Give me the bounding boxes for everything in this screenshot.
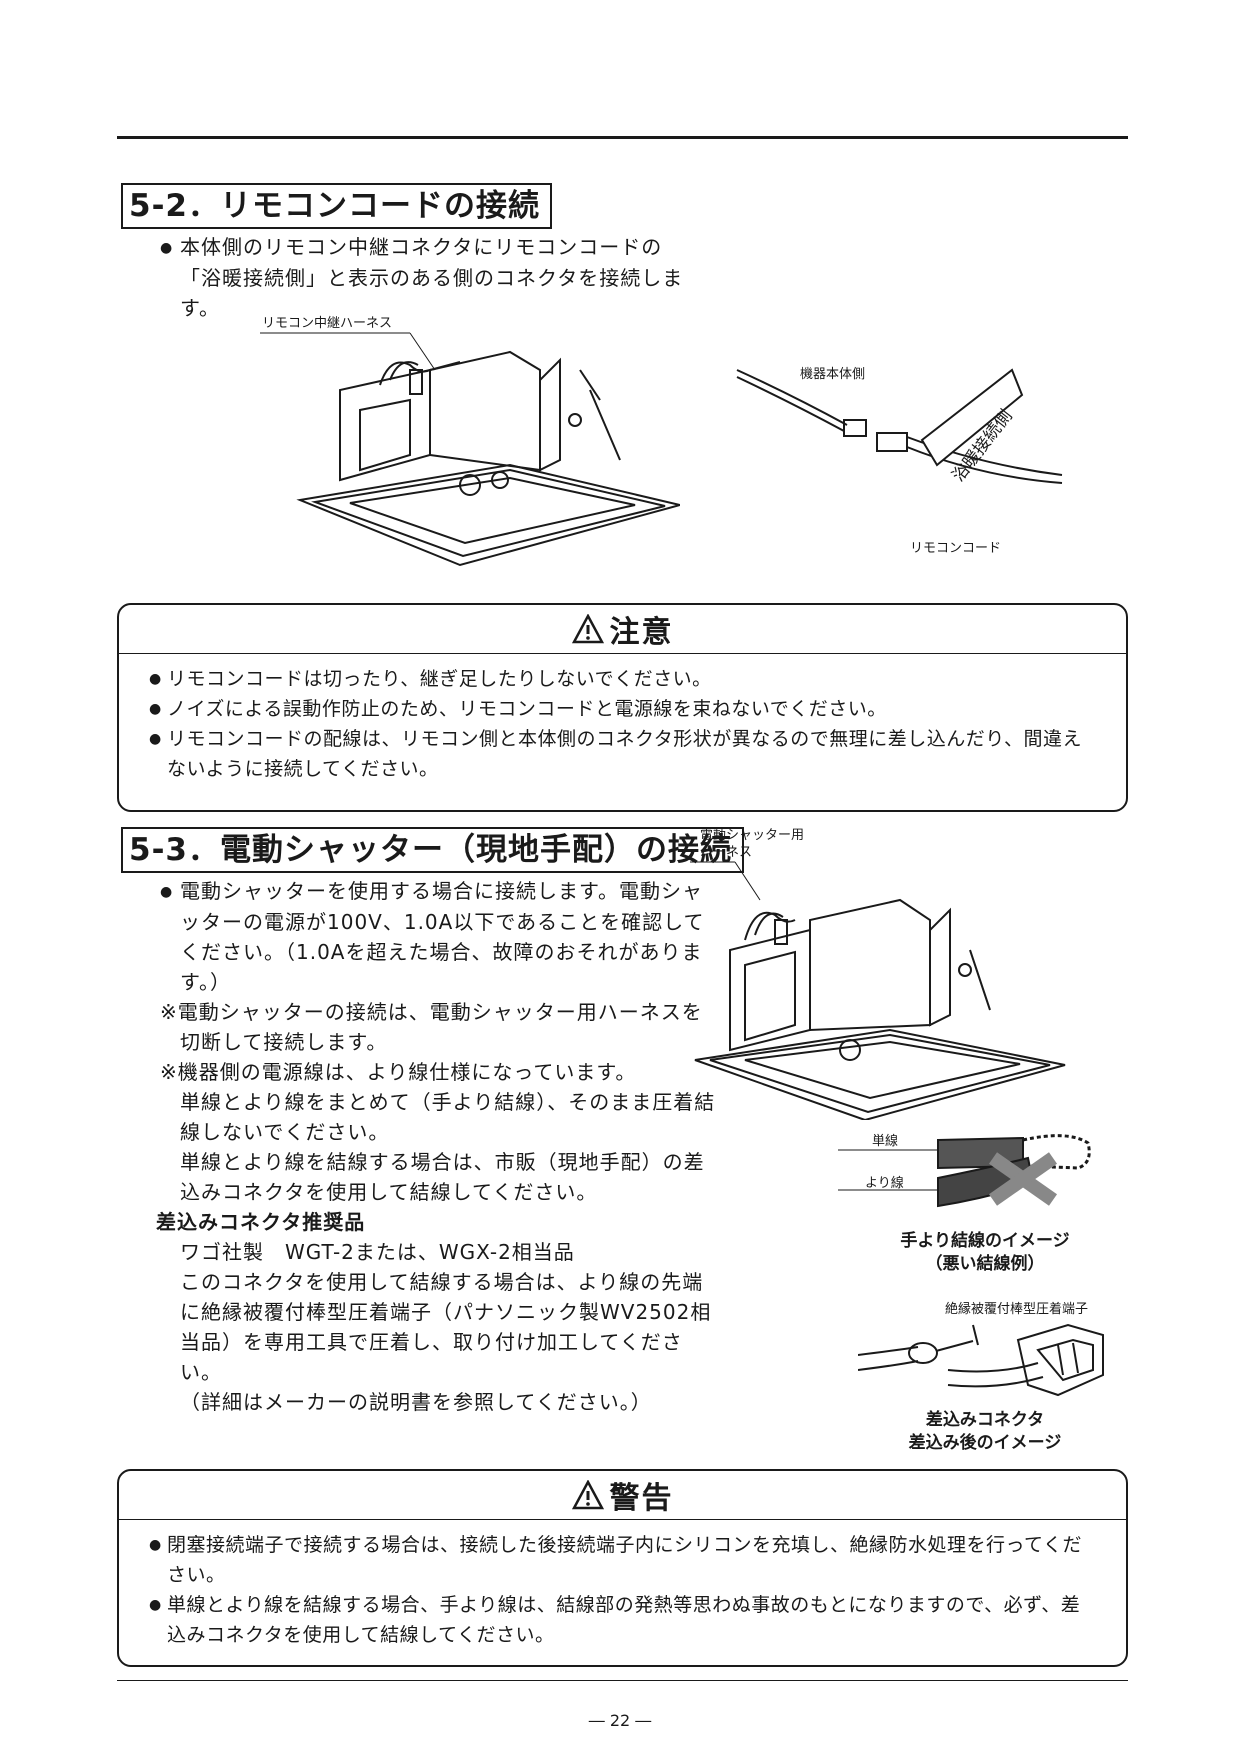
caption-push-connector: 差込みコネクタ 差込み後のイメージ bbox=[870, 1409, 1100, 1455]
fig-label-harness: リモコン中継ハーネス bbox=[262, 316, 393, 331]
caution-header: 注意 bbox=[119, 605, 1126, 654]
caption-bad-example-1: 手より結線のイメージ bbox=[900, 1231, 1070, 1251]
caution-title: 注意 bbox=[609, 615, 674, 650]
note-harness: ※電動シャッターの接続は、電動シャッター用ハーネスを切断して接続します。 bbox=[160, 1000, 703, 1054]
recommended-procedure: このコネクタを使用して結線する場合は、より線の先端に絶縁被覆付棒型圧着端子（パナ… bbox=[180, 1270, 712, 1384]
push-connector-illustration bbox=[858, 1323, 1104, 1397]
fig-label-stranded: より線 bbox=[865, 1176, 904, 1191]
warning-triangle-icon bbox=[571, 1480, 604, 1510]
caption-bad-example-2: （悪い結線例） bbox=[925, 1254, 1045, 1274]
warning-header: 警告 bbox=[119, 1471, 1126, 1520]
fig-label-shutter-harness-1: 電動シャッター用 bbox=[700, 828, 805, 843]
note-no-twist: 単線とより線をまとめて（手より結線）、そのまま圧着結線しないでください。 bbox=[180, 1090, 716, 1144]
recommended-product: ワゴ社製 WGT-2または、WGX-2相当品 bbox=[180, 1240, 575, 1264]
warning-box: 警告 閉塞接続端子で接続する場合は、接続した後接続端子内にシリコンを充填し、絶縁… bbox=[117, 1469, 1128, 1667]
caution-item: リモコンコードの配線は、リモコン側と本体側のコネクタ形状が異なるので無理に差し込… bbox=[149, 724, 1096, 784]
fig-label-shutter-harness-2: ハーネス bbox=[700, 845, 753, 860]
warning-item: 閉塞接続端子で接続する場合は、接続した後接続端子内にシリコンを充填し、絶縁防水処… bbox=[149, 1530, 1096, 1590]
unit-illustration-2 bbox=[690, 861, 1066, 1120]
warning-triangle-icon bbox=[571, 614, 604, 644]
fig-label-cord: リモコンコード bbox=[910, 541, 1002, 556]
fig-label-terminal: 絶縁被覆付棒型圧着端子 bbox=[945, 1302, 1089, 1317]
recommended-title: 差込みコネクタ推奨品 bbox=[156, 1210, 366, 1234]
warning-title: 警告 bbox=[609, 1481, 674, 1516]
caption-bad-example: 手より結線のイメージ （悪い結線例） bbox=[870, 1230, 1100, 1276]
section-5-3-text: 電動シャッターを使用する場合に接続します。電動シャッターの電源が100V、1.0… bbox=[156, 876, 720, 1417]
note-use-connector: 単線とより線を結線する場合は、市販（現地手配）の差込みコネクタを使用して結線して… bbox=[180, 1150, 705, 1204]
twisted-wire-illustration bbox=[838, 1134, 1091, 1208]
caption-push-connector-2: 差込み後のイメージ bbox=[908, 1433, 1062, 1453]
section-5-3-bullet: 電動シャッターを使用する場合に接続します。電動シャッターの電源が100V、1.0… bbox=[160, 876, 720, 997]
unit-illustration-1 bbox=[260, 332, 680, 567]
warning-item: 単線とより線を結線する場合、手より線は、結線部の発熱等思わぬ事故のもとになります… bbox=[149, 1590, 1096, 1650]
caption-push-connector-1: 差込みコネクタ bbox=[925, 1410, 1045, 1430]
caution-box: 注意 リモコンコードは切ったり、継ぎ足したりしないでください。 ノイズによる誤動… bbox=[117, 603, 1128, 812]
fig-label-body: 機器本体側 bbox=[800, 367, 866, 382]
section-heading-5-2: 5-2．リモコンコードの接続 bbox=[121, 183, 553, 229]
bottom-rule bbox=[117, 1680, 1128, 1681]
page-number: ― 22 ― bbox=[588, 1711, 652, 1730]
fig-label-solid: 単線 bbox=[872, 1134, 899, 1149]
section-5-2-bullet: 本体側のリモコン中継コネクタにリモコンコードの「浴暖接続側」と表示のある側のコネ… bbox=[160, 232, 700, 323]
connector-illustration bbox=[736, 368, 1063, 484]
top-rule bbox=[117, 136, 1128, 139]
section-heading-5-3: 5-3．電動シャッター（現地手配）の接続 bbox=[121, 827, 745, 873]
note-power-line: ※機器側の電源線は、より線仕様になっています。 bbox=[160, 1060, 637, 1084]
caution-item: ノイズによる誤動作防止のため、リモコンコードと電源線を束ねないでください。 bbox=[149, 694, 1096, 724]
recommended-reference: （詳細はメーカーの説明書を参照してください。） bbox=[180, 1390, 652, 1414]
caution-item: リモコンコードは切ったり、継ぎ足したりしないでください。 bbox=[149, 664, 1096, 694]
